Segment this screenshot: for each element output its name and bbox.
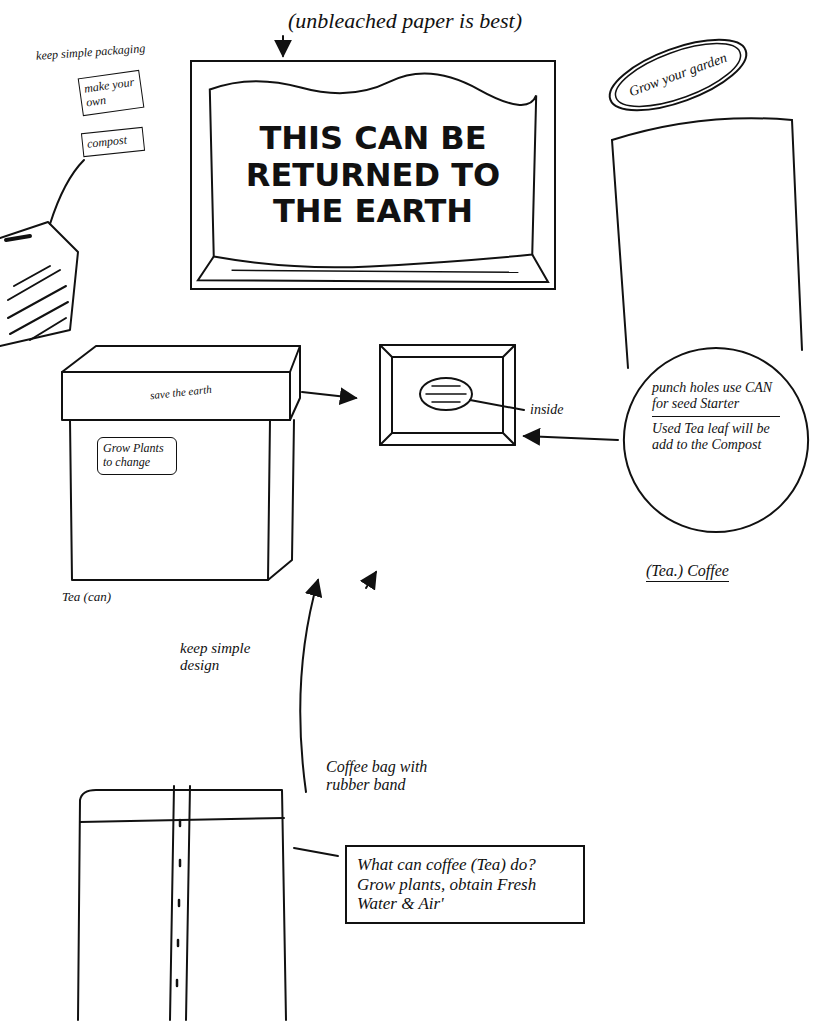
node-text: make your own [83,76,138,111]
can-caption: Tea (can) [62,590,111,605]
note-text: keep simple packaging [36,42,146,63]
node-body: Used Tea leaf will be add to the Compost [652,416,780,453]
can-label: Grow Plants to change [97,437,177,475]
packaging-sign: THIS CAN BE RETURNED TO THE EARTH [190,60,556,290]
product-caption: (Tea.) Coffee [646,562,729,582]
paper-tag: make your own [78,70,145,116]
can-lid-text: save the earth [150,383,213,402]
note-text: Coffee bag with rubber band [326,758,466,795]
note-text: (unbleached paper is best) [288,8,522,33]
node-text: compost [86,132,139,151]
note-text: keep simple design [180,640,290,675]
node-text: What can coffee (Tea) do? Grow plants, o… [357,855,573,914]
paper-tag: compost [81,127,145,157]
note-circle: punch holes use CAN for seed StarterUsed… [622,346,810,534]
node-text: THIS CAN BE RETURNED TO THE EARTH [232,120,514,230]
lid-ellipse: Grow your garden [598,22,759,128]
node-text: punch holes use CAN for seed Starter [652,380,780,412]
question-box: What can coffee (Tea) do? Grow plants, o… [345,845,585,924]
leader-label: inside [530,402,563,418]
node-text: Grow Plants to change [103,442,171,470]
